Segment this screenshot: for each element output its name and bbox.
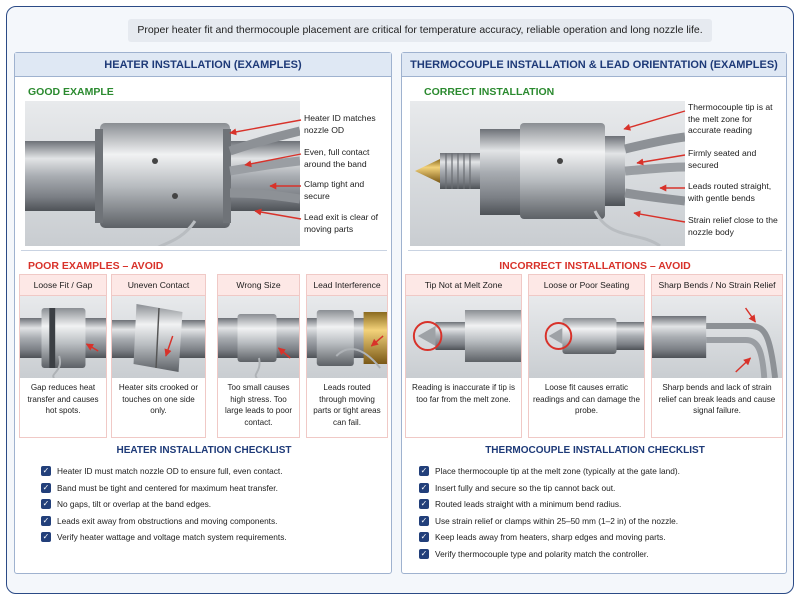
checklist-item: ✓Heater ID must match nozzle OD to ensur… — [41, 466, 283, 477]
card-uneven-contact: Uneven Contact Heater sits crooked or to… — [111, 274, 206, 438]
card-description: Gap reduces heat transfer and causes hot… — [27, 383, 99, 415]
checkbox-check-icon: ✓ — [419, 499, 429, 510]
wrong-size-photo — [218, 296, 299, 378]
callout-clamp-tight: Clamp tight and secure — [304, 179, 365, 201]
checklist-item: ✓Leads exit away from obstructions and m… — [41, 515, 278, 526]
checklist-item: ✓Keep leads away from heaters, sharp edg… — [419, 532, 666, 543]
checkbox-check-icon: ✓ — [41, 515, 51, 526]
card-sharp-bends: Sharp Bends / No Strain Relief Sharp ben… — [651, 274, 783, 438]
card-lead-interference: Lead Interference Leads routed through m… — [306, 274, 388, 438]
checklist-item: ✓Use strain relief or clamps within 25–5… — [419, 515, 679, 526]
card-title: Loose Fit / Gap — [20, 275, 106, 296]
thermocouple-checklist: ✓Place thermocouple tip at the melt zone… — [419, 463, 680, 562]
thermocouple-installation-panel: THERMOCOUPLE INSTALLATION & LEAD ORIENTA… — [401, 52, 787, 574]
card-description: Sharp bends and lack of strain relief ca… — [658, 383, 776, 415]
loose-seating-photo — [529, 296, 644, 378]
checkbox-check-icon: ✓ — [41, 466, 51, 477]
card-wrong-size: Wrong Size Too small causes high stress.… — [217, 274, 300, 438]
checkbox-check-icon: ✓ — [419, 548, 429, 559]
callout-firmly-seated: Firmly seated and secured — [688, 148, 757, 170]
card-title: Lead Interference — [307, 275, 387, 296]
card-loose-fit: Loose Fit / Gap Gap reduces heat transfe… — [19, 274, 107, 438]
card-title: Uneven Contact — [112, 275, 205, 296]
incorrect-installations-title: INCORRECT INSTALLATIONS – AVOID — [499, 260, 691, 272]
intro-banner: Proper heater fit and thermocouple place… — [128, 19, 712, 42]
heater-checklist: ✓Heater ID must match nozzle OD to ensur… — [41, 463, 287, 546]
checkbox-check-icon: ✓ — [41, 532, 51, 543]
sharp-bends-photo — [652, 296, 782, 378]
checklist-item: ✓Band must be tight and centered for max… — [41, 482, 278, 493]
loose-fit-photo — [20, 296, 106, 378]
checklist-item: ✓No gaps, tilt or overlap at the band ed… — [41, 499, 212, 510]
checklist-item: ✓Verify thermocouple type and polarity m… — [419, 548, 649, 559]
card-title: Tip Not at Melt Zone — [406, 275, 521, 296]
checkbox-check-icon: ✓ — [419, 466, 429, 477]
thermocouple-panel-title: THERMOCOUPLE INSTALLATION & LEAD ORIENTA… — [402, 53, 786, 77]
callout-lead-exit: Lead exit is clear of moving parts — [304, 212, 379, 234]
card-title: Loose or Poor Seating — [529, 275, 644, 296]
good-example-title: GOOD EXAMPLE — [28, 86, 114, 98]
checklist-item: ✓Verify heater wattage and voltage match… — [41, 532, 287, 543]
card-description: Loose fit causes erratic readings and ca… — [532, 383, 641, 415]
callout-tip-melt-zone: Thermocouple tip is at the melt zone for… — [688, 102, 773, 135]
heater-checklist-title: HEATER INSTALLATION CHECKLIST — [116, 445, 292, 456]
lead-interference-photo — [307, 296, 387, 378]
card-description: Reading is inaccurate if tip is too far … — [411, 383, 516, 404]
heater-installation-panel: HEATER INSTALLATION (EXAMPLES) GOOD EXAM… — [14, 52, 392, 574]
callout-id-matches: Heater ID matches nozzle OD — [304, 113, 376, 135]
tip-not-at-melt-zone-photo — [406, 296, 521, 378]
uneven-contact-photo — [112, 296, 205, 378]
checklist-item: ✓Place thermocouple tip at the melt zone… — [419, 466, 680, 477]
card-title: Wrong Size — [218, 275, 299, 296]
checklist-item: ✓Insert fully and secure so the tip cann… — [419, 482, 616, 493]
checkbox-check-icon: ✓ — [419, 532, 429, 543]
callout-strain-relief: Strain relief close to the nozzle body — [688, 215, 778, 237]
thermocouple-divider — [408, 250, 782, 251]
card-loose-poor-seating: Loose or Poor Seating Loose fit causes e… — [528, 274, 645, 438]
card-tip-not-at-melt-zone: Tip Not at Melt Zone Reading is inaccura… — [405, 274, 522, 438]
card-description: Heater sits crooked or touches on one si… — [118, 383, 199, 415]
correct-thermocouple-photo — [410, 101, 685, 246]
card-description: Too small causes high stress. Too large … — [224, 383, 293, 427]
heater-panel-title: HEATER INSTALLATION (EXAMPLES) — [15, 53, 391, 77]
card-description: Leads routed through moving parts or tig… — [313, 383, 381, 427]
thermocouple-checklist-title: THERMOCOUPLE INSTALLATION CHECKLIST — [485, 445, 705, 456]
checkbox-check-icon: ✓ — [419, 482, 429, 493]
heater-divider — [21, 250, 387, 251]
callout-leads-routed: Leads routed straight, with gentle bends — [688, 181, 772, 203]
card-title: Sharp Bends / No Strain Relief — [652, 275, 782, 296]
checkbox-check-icon: ✓ — [41, 499, 51, 510]
callout-even-contact: Even, full contact around the band — [304, 147, 370, 169]
good-heater-photo — [25, 101, 300, 246]
checkbox-check-icon: ✓ — [41, 482, 51, 493]
checkbox-check-icon: ✓ — [419, 515, 429, 526]
correct-installation-title: CORRECT INSTALLATION — [424, 86, 555, 98]
checklist-item: ✓Routed leads straight with a minimum be… — [419, 499, 622, 510]
poor-examples-title: POOR EXAMPLES – AVOID — [28, 260, 164, 272]
